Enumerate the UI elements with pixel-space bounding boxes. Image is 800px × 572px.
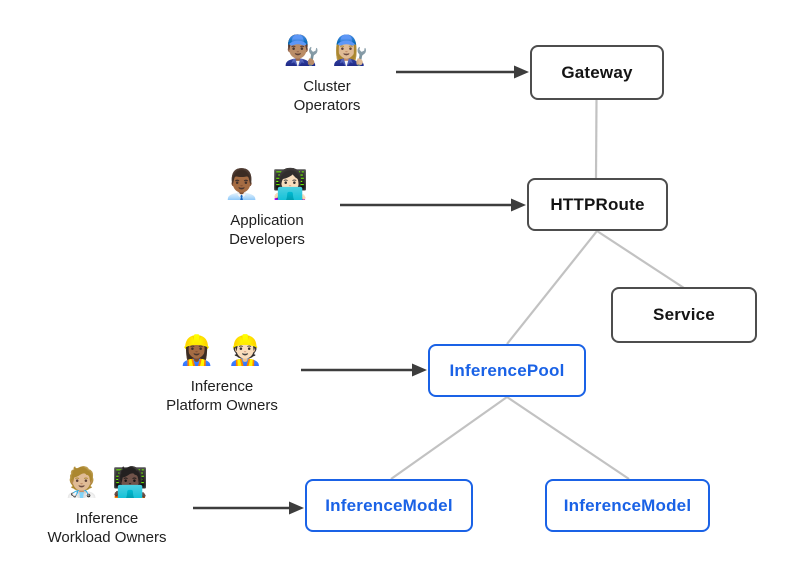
inference-platform-owners-emoji: 👷🏾‍♀️ 👷🏻: [178, 335, 266, 367]
arrow-application-developers-to-httproute: [340, 198, 526, 212]
inference-workload-owners-label-line1: Inference: [75, 510, 139, 527]
cluster-operators-label-line1: Cluster: [303, 78, 351, 95]
cluster-operators-emoji: 👨🏽‍🔧 👩🏼‍🔧: [283, 35, 371, 67]
edge-gateway-httproute: [594, 99, 598, 179]
node-httproute: HTTPRoute: [527, 178, 668, 231]
node-inferencemodel-left: InferenceModel: [305, 479, 473, 532]
inference-platform-owners-label-line1: Inference: [190, 378, 254, 395]
edge-httproute-inferencepool: [506, 230, 598, 345]
arrow-cluster-operators-to-gateway: [396, 65, 529, 79]
actor-application-developers: 👨🏾‍💼 👩🏻‍💻 Application Developers: [192, 162, 342, 249]
edge-inferencepool-inferencemodel-right: [506, 396, 630, 480]
application-developers-label-line1: Application: [230, 212, 304, 229]
node-inferencepool-label: InferencePool: [449, 360, 565, 380]
node-inferencemodel-left-label: InferenceModel: [325, 495, 453, 515]
inference-workload-owners-emoji: 🧑🏼‍⚕️ 🧑🏿‍💻: [63, 467, 151, 499]
cluster-operators-label-line2: Operators: [293, 97, 361, 114]
arrow-platform-owners-to-inferencepool: [301, 363, 427, 377]
actor-cluster-operators: 👨🏽‍🔧 👩🏼‍🔧 Cluster Operators: [252, 28, 402, 115]
inference-workload-owners-label: Inference Workload Owners: [48, 509, 167, 547]
inference-platform-owners-label: Inference Platform Owners: [166, 377, 278, 415]
arrow-workload-owners-to-inferencemodel: [193, 501, 304, 515]
node-inferencemodel-right: InferenceModel: [545, 479, 710, 532]
node-httproute-label: HTTPRoute: [550, 194, 645, 214]
node-service: Service: [611, 287, 757, 343]
inference-workload-owners-label-line2: Workload Owners: [47, 529, 167, 546]
application-developers-label: Application Developers: [229, 211, 305, 249]
node-inferencemodel-right-label: InferenceModel: [563, 495, 692, 515]
actor-inference-platform-owners: 👷🏾‍♀️ 👷🏻 Inference Platform Owners: [137, 328, 307, 415]
actor-inference-workload-owners: 🧑🏼‍⚕️ 🧑🏿‍💻 Inference Workload Owners: [22, 460, 192, 547]
application-developers-emoji: 👨🏾‍💼 👩🏻‍💻: [223, 169, 311, 201]
node-gateway-label: Gateway: [561, 62, 633, 82]
application-developers-label-line2: Developers: [229, 231, 305, 248]
edge-inferencepool-inferencemodel-left: [390, 396, 508, 480]
node-service-label: Service: [653, 305, 715, 324]
edge-httproute-service: [596, 230, 685, 289]
node-inferencepool: InferencePool: [428, 344, 586, 397]
node-gateway: Gateway: [530, 45, 664, 100]
cluster-operators-label: Cluster Operators: [294, 77, 361, 115]
inference-platform-owners-label-line2: Platform Owners: [166, 397, 278, 414]
